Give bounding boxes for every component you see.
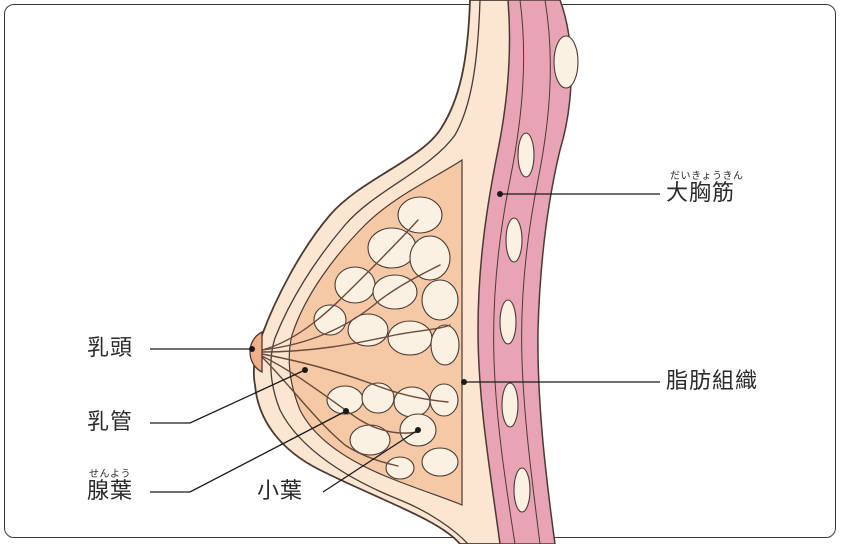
label-pectoralis-major: 大胸筋 bbox=[666, 183, 735, 205]
label-milk-duct: 乳管 bbox=[87, 412, 133, 434]
label-adipose-tissue: 脂肪組織 bbox=[666, 371, 758, 393]
label-glandular-lobe: 腺葉 bbox=[87, 481, 133, 503]
nipple bbox=[250, 332, 262, 372]
label-lobule: 小葉 bbox=[257, 481, 303, 503]
label-nipple: 乳頭 bbox=[87, 338, 133, 360]
